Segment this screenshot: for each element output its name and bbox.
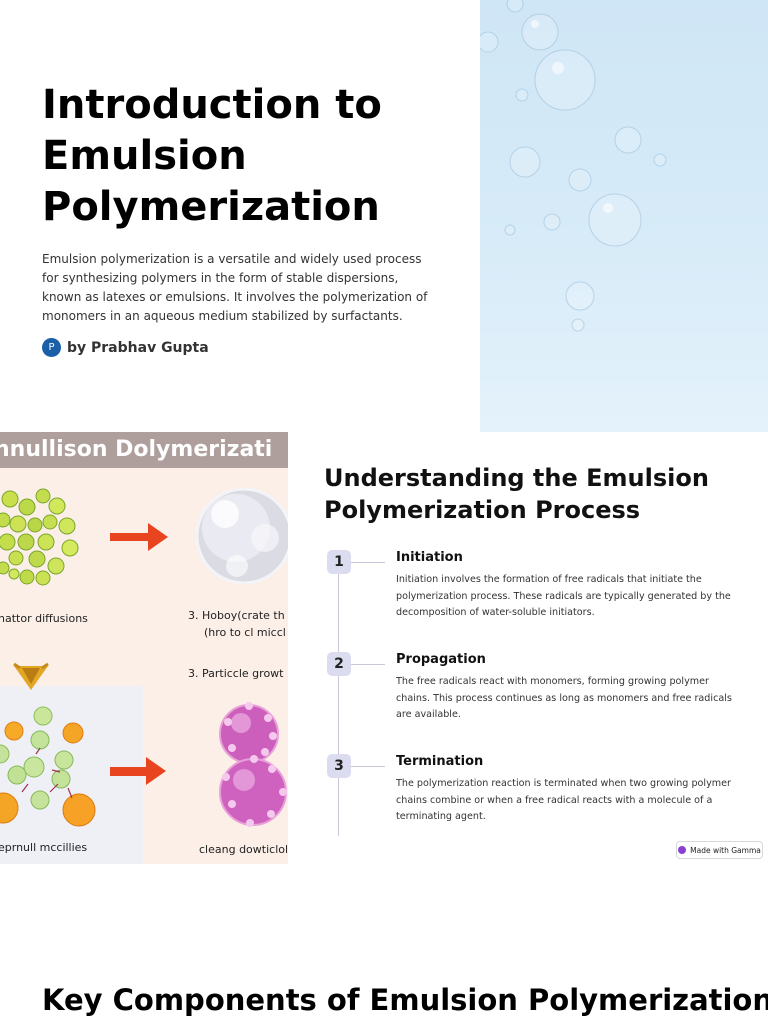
slide-title: Understanding the Emulsion Polymerizatio… bbox=[324, 464, 709, 524]
diagram-label: 3. Particcle growt bbox=[188, 667, 284, 680]
particles-icon bbox=[0, 706, 96, 827]
step-body: Initiation involves the formation of fre… bbox=[396, 574, 731, 619]
bubbles-illustration bbox=[480, 0, 768, 432]
diagram-label: eprnull mccillies bbox=[0, 841, 88, 854]
gamma-logo-icon bbox=[678, 846, 687, 854]
components-slide: Key Components of Emulsion Polymerizatio… bbox=[0, 864, 768, 1024]
micelle-icon bbox=[195, 487, 288, 585]
timeline-line bbox=[338, 550, 339, 836]
diagram-label: nattor diffusions bbox=[0, 612, 88, 625]
author-byline: P by Prabhav Gupta bbox=[42, 338, 209, 357]
slide-title: Introduction to Emulsion Polymerization bbox=[42, 82, 382, 230]
diagram-header: nnullison Dolymerizati bbox=[0, 432, 288, 468]
author-name: by Prabhav Gupta bbox=[67, 339, 209, 356]
arrow-right-icon bbox=[110, 757, 166, 785]
diagram-label: (hro to cl miccl bbox=[204, 626, 286, 639]
badge-label: Made with Gamma bbox=[690, 845, 761, 855]
step-connector bbox=[351, 664, 385, 665]
slide-description: Emulsion polymerization is a versatile a… bbox=[42, 252, 428, 323]
arrow-right-icon bbox=[110, 523, 168, 551]
step-body: The polymerization reaction is terminate… bbox=[396, 778, 731, 823]
slide-title: Key Components of Emulsion Polymerizatio… bbox=[42, 983, 768, 1017]
step-body: The free radicals react with monomers, f… bbox=[396, 676, 732, 721]
step-title: Initiation bbox=[396, 550, 463, 565]
diagram-label: cleang dowticlolo bbox=[199, 843, 288, 856]
bubbles-image bbox=[480, 0, 667, 332]
step-connector bbox=[351, 562, 385, 563]
step-number: 1 bbox=[327, 550, 351, 574]
diagram-label: 3. Hoboy(crate th bbox=[188, 609, 285, 622]
process-diagram: nnullison Dolymerizati nattor diffusions… bbox=[0, 432, 288, 864]
title-slide: Introduction to Emulsion Polymerization … bbox=[0, 0, 768, 432]
step-number: 2 bbox=[327, 652, 351, 676]
monomer-cluster-icon bbox=[0, 488, 79, 586]
process-slide: nnullison Dolymerizati nattor diffusions… bbox=[0, 432, 768, 864]
step-title: Propagation bbox=[396, 652, 486, 667]
step-number: 3 bbox=[327, 754, 351, 778]
funnel-icon bbox=[13, 662, 49, 690]
step-connector bbox=[351, 766, 385, 767]
polymer-particles-icon bbox=[219, 702, 287, 827]
made-with-gamma-badge[interactable]: Made with Gamma bbox=[676, 841, 763, 859]
avatar: P bbox=[42, 338, 61, 357]
diagram-artwork bbox=[0, 468, 288, 864]
step-title: Termination bbox=[396, 754, 484, 769]
